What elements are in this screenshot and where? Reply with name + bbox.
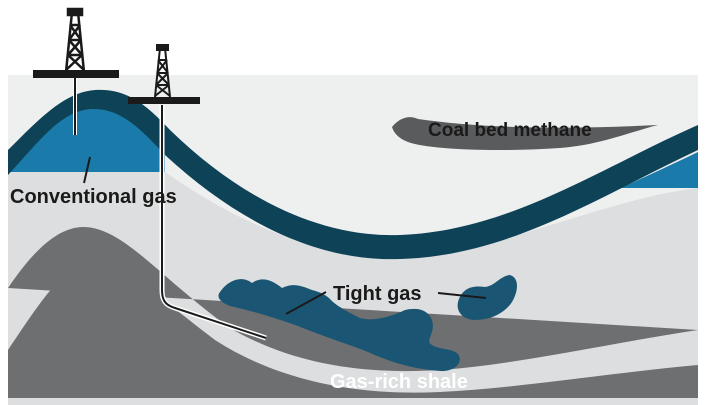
cap-rock-layer xyxy=(8,89,698,260)
tight-gas-body-main xyxy=(218,279,460,372)
conventional-gas-leader xyxy=(83,156,91,184)
coal-bed-methane-seam xyxy=(392,117,658,150)
conventional-gas-label: Conventional gas xyxy=(10,186,177,208)
conventional-gas-reservoir xyxy=(8,105,165,172)
tight-gas-leader-left xyxy=(285,291,327,315)
tight-gas-body-small xyxy=(457,275,517,320)
tight-gas-label: Tight gas xyxy=(333,283,422,305)
horizontal-well xyxy=(161,105,267,339)
drilling-rig-icon xyxy=(33,7,119,78)
conventional-gas-reservoir-right xyxy=(620,152,698,188)
tight-gas-leader-right xyxy=(437,292,487,299)
drilling-rig-icon xyxy=(128,44,200,104)
gas-rich-shale-layer xyxy=(8,226,698,398)
coal-bed-methane-label: Coal bed methane xyxy=(428,120,592,141)
gas-rich-shale-label: Gas-rich shale xyxy=(330,371,468,393)
